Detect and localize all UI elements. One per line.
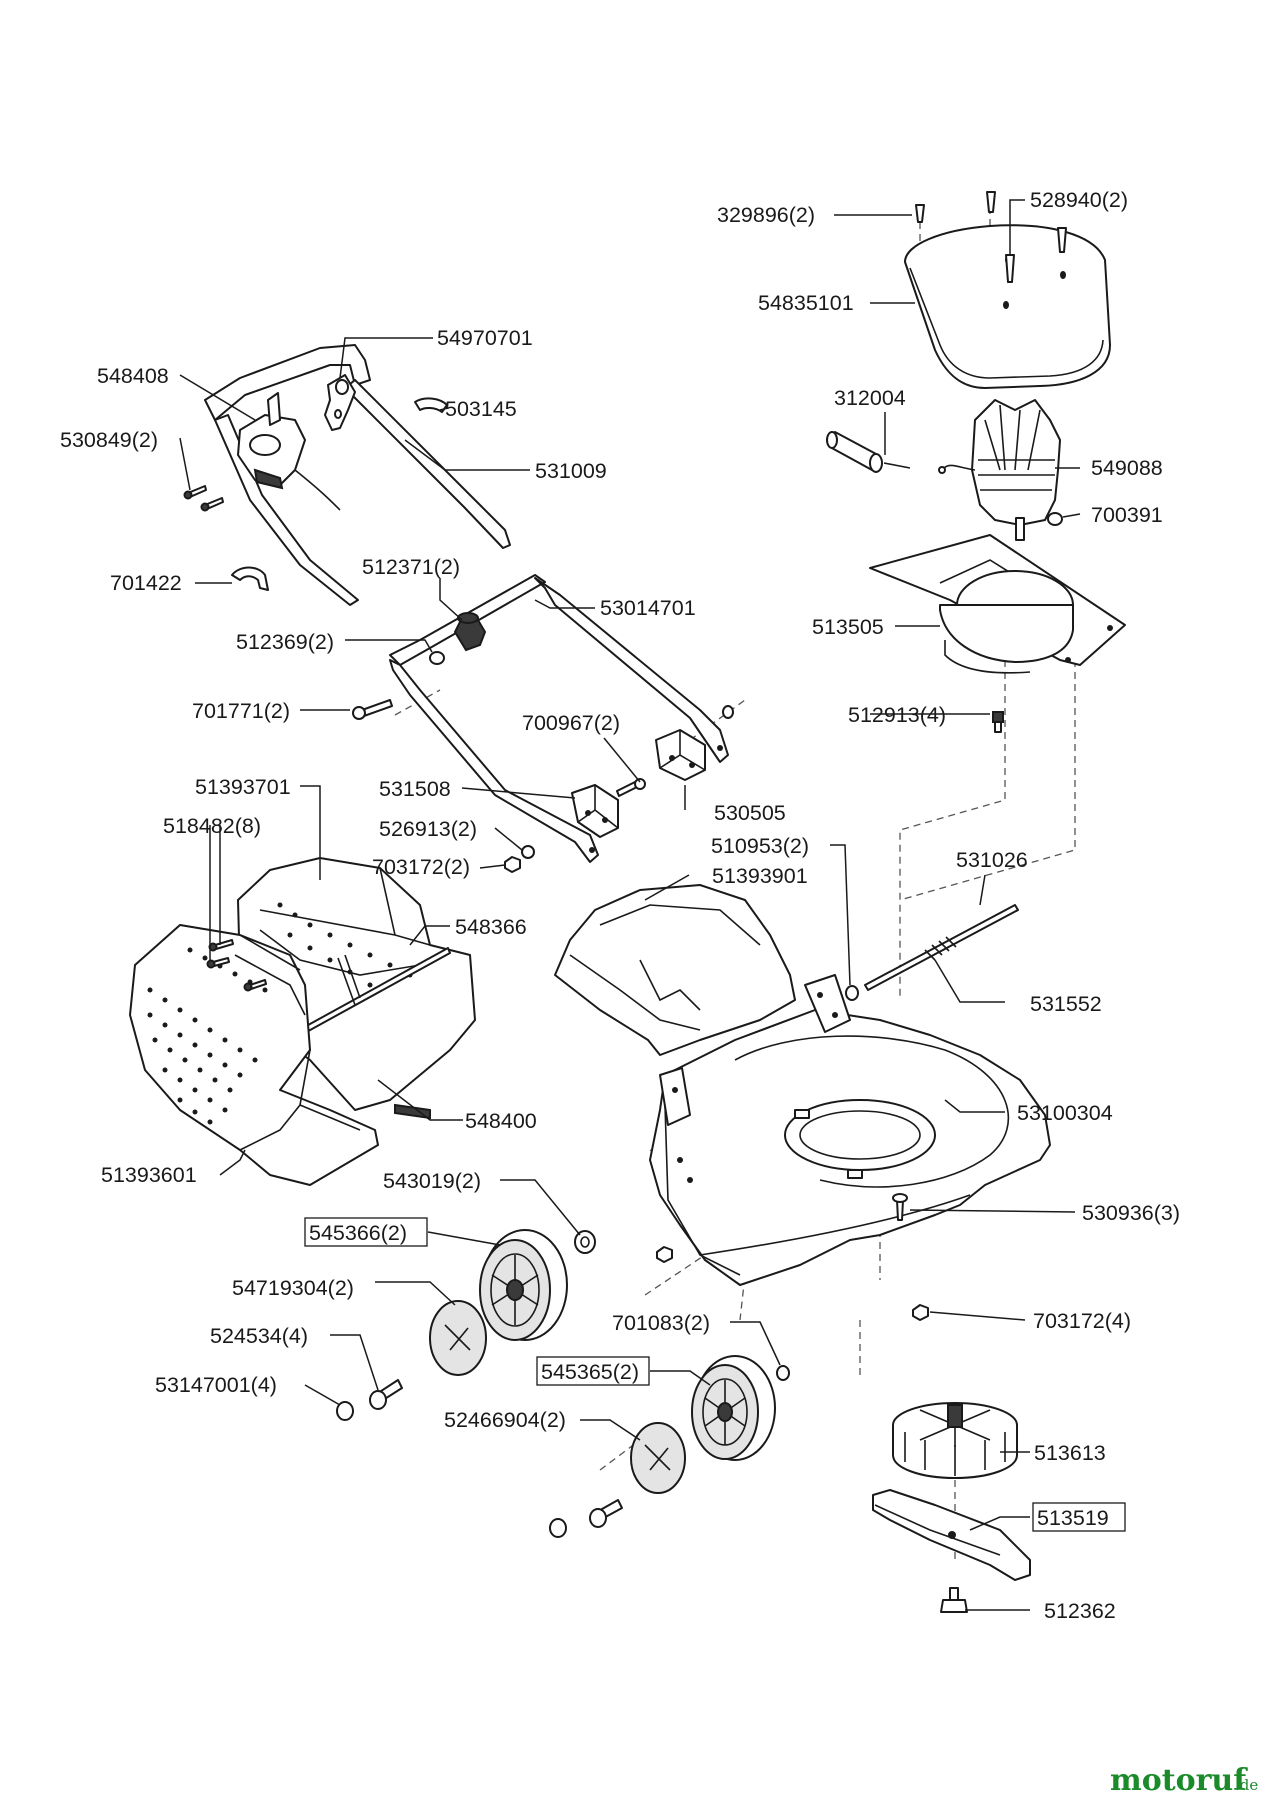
- bracket-530505-part: [655, 705, 734, 781]
- watermark-suffix: .de: [1235, 1776, 1258, 1794]
- label-518482: 518482(8): [163, 814, 261, 838]
- upper-handle-part: [204, 344, 511, 606]
- label-530849: 530849(2): [60, 428, 158, 452]
- washer-543019-part: [574, 1230, 596, 1254]
- fan-513613-part: [892, 1402, 1018, 1479]
- label-510953: 510953(2): [711, 834, 809, 858]
- label-543019: 543019(2): [383, 1169, 481, 1193]
- hubcap-54719304-part: [429, 1300, 487, 1376]
- label-703172-4: 703172(4): [1033, 1309, 1131, 1333]
- label-512371: 512371(2): [362, 555, 460, 579]
- axle-bolt-524534-part: [369, 1379, 403, 1410]
- label-700967: 700967(2): [522, 711, 620, 735]
- label-549088: 549088: [1091, 456, 1163, 480]
- bolt-701771-part: [352, 699, 393, 720]
- blade-513519-part: [872, 1489, 1031, 1581]
- label-530936: 530936(3): [1082, 1201, 1180, 1225]
- label-531508: 531508: [379, 777, 451, 801]
- motor-plate-part: [869, 534, 1126, 674]
- label-545365: 545365(2): [541, 1360, 639, 1384]
- electric-motor-part: [938, 399, 1061, 541]
- label-528940: 528940(2): [1030, 188, 1128, 212]
- label-513505: 513505: [812, 615, 884, 639]
- cap-53147001-part: [336, 1401, 354, 1421]
- label-700391: 700391: [1091, 503, 1163, 527]
- clip-503145-part: [414, 397, 448, 413]
- part-labels: 329896(2) 528940(2) 54835101 54970701 54…: [60, 188, 1180, 1623]
- label-54970701: 54970701: [437, 326, 533, 350]
- label-548366: 548366: [455, 915, 527, 939]
- grass-box-lower-vent-dots: [147, 947, 268, 1125]
- wheel-545365-part: [691, 1355, 776, 1461]
- hubcap-52466904-part: [630, 1422, 686, 1494]
- label-51393601: 51393601: [101, 1163, 197, 1187]
- label-329896: 329896(2): [717, 203, 815, 227]
- label-53100304: 53100304: [1017, 1101, 1113, 1125]
- label-512913: 512913(4): [848, 703, 946, 727]
- grass-box-lower-part: [129, 924, 379, 1186]
- label-54835101: 54835101: [758, 291, 854, 315]
- rear-flap-part: [554, 884, 796, 1056]
- label-703172-2: 703172(2): [372, 855, 470, 879]
- label-513519: 513519: [1037, 1506, 1109, 1530]
- bolt-512362-part: [940, 1587, 968, 1613]
- cable-grip-part: [324, 374, 356, 431]
- label-524534: 524534(4): [210, 1324, 308, 1348]
- switch-box-part: [237, 392, 341, 511]
- nut-700391-part: [1047, 512, 1063, 526]
- nuts-703172-4-part: [656, 1246, 929, 1321]
- wheel-545366-part: [479, 1229, 568, 1341]
- motor-cover-part: [904, 224, 1111, 389]
- watermark-logo: motoruf .de: [1110, 1763, 1258, 1798]
- label-512362: 512362: [1044, 1599, 1116, 1623]
- bolt-700967-part: [616, 778, 646, 797]
- cover-screws-part: [915, 191, 1067, 283]
- label-526913: 526913(2): [379, 817, 477, 841]
- leader-lines: [179, 199, 1081, 1611]
- bracket-531508-part: [571, 784, 619, 838]
- label-51393701: 51393701: [195, 775, 291, 799]
- label-701083: 701083(2): [612, 1311, 710, 1335]
- label-548400: 548400: [465, 1109, 537, 1133]
- label-513613: 513613: [1034, 1441, 1106, 1465]
- label-545366: 545366(2): [309, 1221, 407, 1245]
- label-312004: 312004: [834, 386, 906, 410]
- label-503145: 503145: [445, 397, 517, 421]
- label-701771: 701771(2): [192, 699, 290, 723]
- axle-bolt-lower-part: [549, 1499, 623, 1538]
- label-54719304: 54719304(2): [232, 1276, 354, 1300]
- label-531026: 531026: [956, 848, 1028, 872]
- label-531552: 531552: [1030, 992, 1102, 1016]
- mower-deck-part: [649, 974, 1051, 1286]
- label-51393901: 51393901: [712, 864, 808, 888]
- watermark-brand: motoruf: [1110, 1763, 1248, 1798]
- label-548408: 548408: [97, 364, 169, 388]
- rod-531026-part: [864, 904, 1019, 991]
- label-52466904: 52466904(2): [444, 1408, 566, 1432]
- label-530505: 530505: [714, 801, 786, 825]
- label-53014701: 53014701: [600, 596, 696, 620]
- label-701422: 701422: [110, 571, 182, 595]
- label-512369: 512369(2): [236, 630, 334, 654]
- screws-530936-part: [892, 1193, 908, 1221]
- label-531009: 531009: [535, 459, 607, 483]
- bolt-512913-part: [992, 711, 1004, 733]
- knob-512371-part: [453, 612, 487, 652]
- clip-701422-part: [231, 566, 269, 591]
- capacitor-part: [826, 431, 911, 473]
- washer-512369-part: [429, 651, 445, 665]
- label-53147001: 53147001(4): [155, 1373, 277, 1397]
- boxed-label-frames: [304, 1217, 1126, 1532]
- washer-701083-part: [776, 1365, 790, 1381]
- washer-510953-part: [845, 985, 859, 1001]
- washer-nut-526913-703172-part: [504, 845, 535, 873]
- screws-530849-part: [183, 485, 224, 512]
